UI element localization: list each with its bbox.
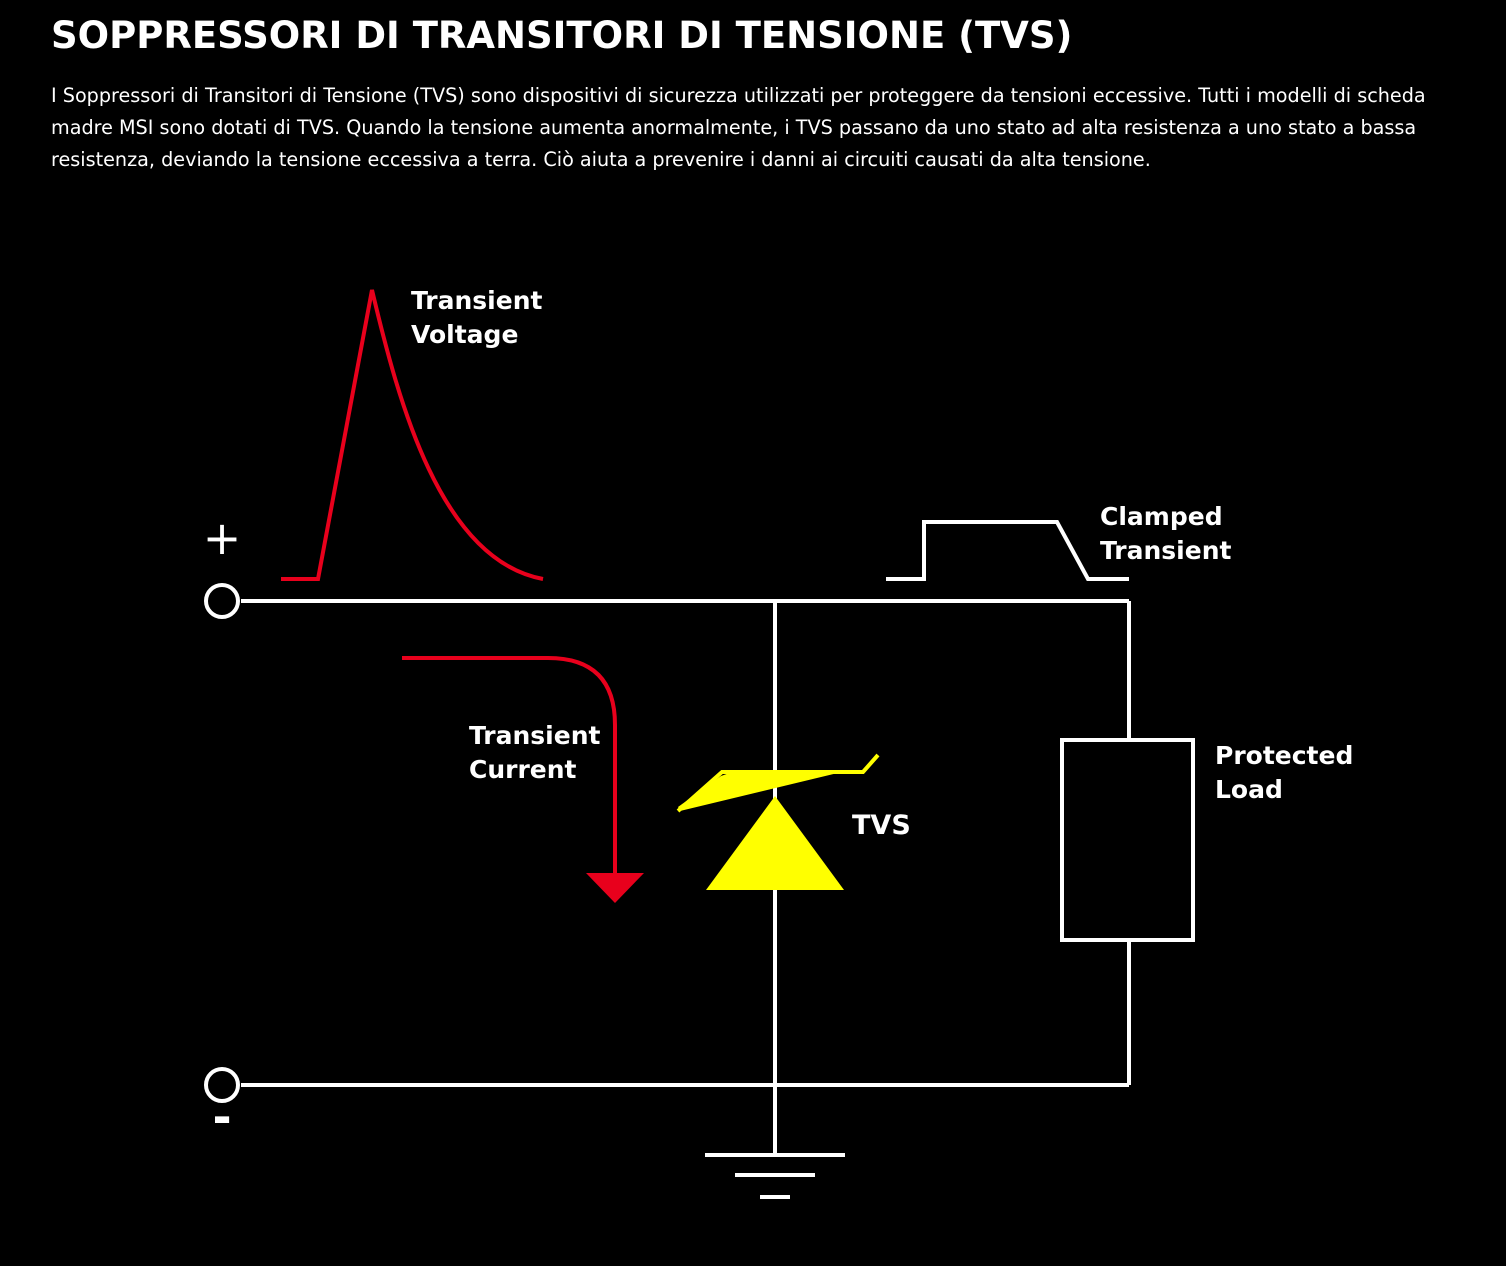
protected-load-label: Protected Load <box>1215 741 1362 804</box>
circuit-wires <box>204 583 1195 1155</box>
tvs-diode-bar <box>678 771 846 811</box>
page-title: SOPPRESSORI DI TRANSITORI DI TENSIONE (T… <box>51 14 1073 57</box>
plus-sign: + <box>203 511 242 565</box>
positive-terminal <box>204 583 240 619</box>
transient-current-label: Transient Current <box>469 721 609 784</box>
tvs-diode-icon <box>676 753 880 890</box>
protected-load-box <box>1060 738 1195 942</box>
clamped-transient-label: Clamped Transient <box>1100 502 1232 565</box>
tvs-diode-triangle <box>706 796 844 890</box>
minus-sign: - <box>212 1090 231 1144</box>
transient-current-arrow <box>402 656 644 903</box>
tvs-label: TVS <box>852 810 911 841</box>
transient-voltage-pulse <box>281 289 544 581</box>
clamped-transient-waveform <box>886 520 1129 581</box>
transient-voltage-label: Transient Voltage <box>411 286 551 349</box>
page-description: I Soppressori di Transitori di Tensione … <box>51 84 1426 171</box>
negative-terminal <box>204 1067 240 1103</box>
arrow-down-icon <box>586 873 644 903</box>
ground-icon <box>705 1153 845 1199</box>
